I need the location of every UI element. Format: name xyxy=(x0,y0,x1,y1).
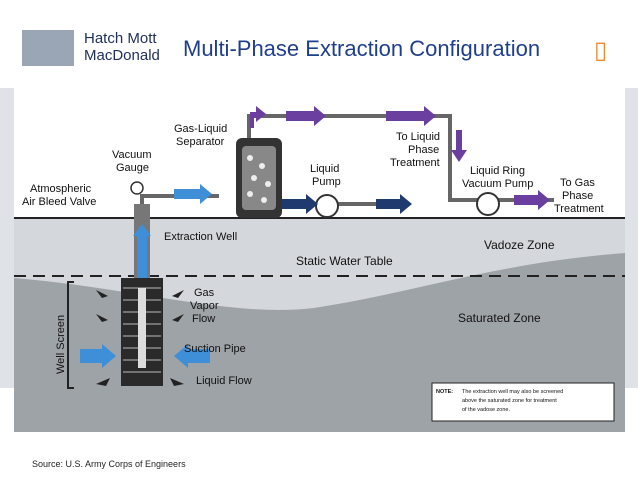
vapor-arrow-down xyxy=(451,130,467,162)
left-inflow-arrow xyxy=(80,344,116,368)
well-screen-bracket xyxy=(67,281,74,389)
separator-droplets xyxy=(247,155,271,203)
well-screen-label: Well Screen xyxy=(55,315,67,374)
gas-vapor-label-2: Vapor xyxy=(190,300,219,312)
black-flow-arrows xyxy=(96,290,184,386)
slide-title: Multi-Phase Extraction Configuration xyxy=(183,36,541,61)
to-gas-label-1: To Gas xyxy=(560,177,595,189)
static-water-table-label: Static Water Table xyxy=(296,254,393,268)
navy-flow-arrows xyxy=(282,194,412,214)
company-name: Hatch Mott MacDonald xyxy=(84,30,160,64)
liquid-arrow-2 xyxy=(376,194,412,214)
gas-vapor-label-1: Gas xyxy=(194,287,215,299)
liquid-ring-label-1: Liquid Ring xyxy=(470,165,525,177)
to-liquid-label-1: To Liquid xyxy=(396,131,440,143)
vapor-arrow-1 xyxy=(286,106,326,126)
vacuum-gauge-label-1: Vacuum xyxy=(112,149,152,161)
liquid-ring-label-2: Vacuum Pump xyxy=(462,178,533,190)
right-arrow-vacuum xyxy=(174,184,212,204)
to-gas-label-2: Phase xyxy=(562,190,593,202)
to-liquid-label-3: Treatment xyxy=(390,157,440,169)
separator-label-1: Gas-Liquid xyxy=(174,123,227,135)
vapor-arrow-2 xyxy=(386,106,436,126)
liquid-pump xyxy=(315,194,339,218)
mpe-diagram: Gas-Liquid Separator Vacuum Gauge Atmosp… xyxy=(14,88,625,432)
saturated-zone-label: Saturated Zone xyxy=(458,311,541,325)
company-logo xyxy=(22,30,74,66)
note-line-2: above the saturated zone for treatment xyxy=(462,398,557,404)
purple-flow-arrows xyxy=(250,106,550,210)
company-name-line2: MacDonald xyxy=(84,47,160,64)
note-line-3: of the vadose zone. xyxy=(462,407,510,413)
liquid-pump-label-1: Liquid xyxy=(310,163,339,175)
separator-label-2: Separator xyxy=(176,136,225,148)
vadoze-zone-label: Vadoze Zone xyxy=(484,238,555,252)
note-heading: NOTE: xyxy=(436,389,453,395)
gas-arrow-out xyxy=(514,190,550,210)
to-liquid-label-2: Phase xyxy=(408,144,439,156)
company-name-line1: Hatch Mott xyxy=(84,30,157,47)
box-icon: ▯ xyxy=(594,36,608,64)
vacuum-gauge-label-2: Gauge xyxy=(116,162,149,174)
separator-window xyxy=(242,146,276,210)
slide-header: Hatch Mott MacDonald Multi-Phase Extract… xyxy=(0,0,638,88)
note-line-1: The extraction well may also be screened xyxy=(462,389,563,395)
suction-pipe-label: Suction Pipe xyxy=(184,343,246,355)
extraction-well-label: Extraction Well xyxy=(164,231,237,243)
air-bleed-label-1: Atmospheric xyxy=(30,183,92,195)
right-inflow-arrow xyxy=(174,344,210,368)
vapor-arrow-up xyxy=(250,106,266,128)
gas-vapor-label-3: Flow xyxy=(192,313,215,325)
source-caption: Source: U.S. Army Corps of Engineers xyxy=(32,459,186,469)
up-arrow-well xyxy=(133,224,151,278)
air-bleed-label-2: Air Bleed Valve xyxy=(22,196,96,208)
liquid-arrow-1 xyxy=(282,194,318,214)
suction-pipe xyxy=(138,288,146,368)
blue-flow-arrows xyxy=(80,184,212,368)
liquid-pump-label-2: Pump xyxy=(312,176,341,188)
vacuum-gauge xyxy=(130,181,144,195)
to-gas-label-3: Treatment xyxy=(554,203,604,215)
liquid-flow-label: Liquid Flow xyxy=(196,375,252,387)
liquid-ring-vacuum-pump xyxy=(476,192,500,216)
note-box xyxy=(431,382,615,422)
